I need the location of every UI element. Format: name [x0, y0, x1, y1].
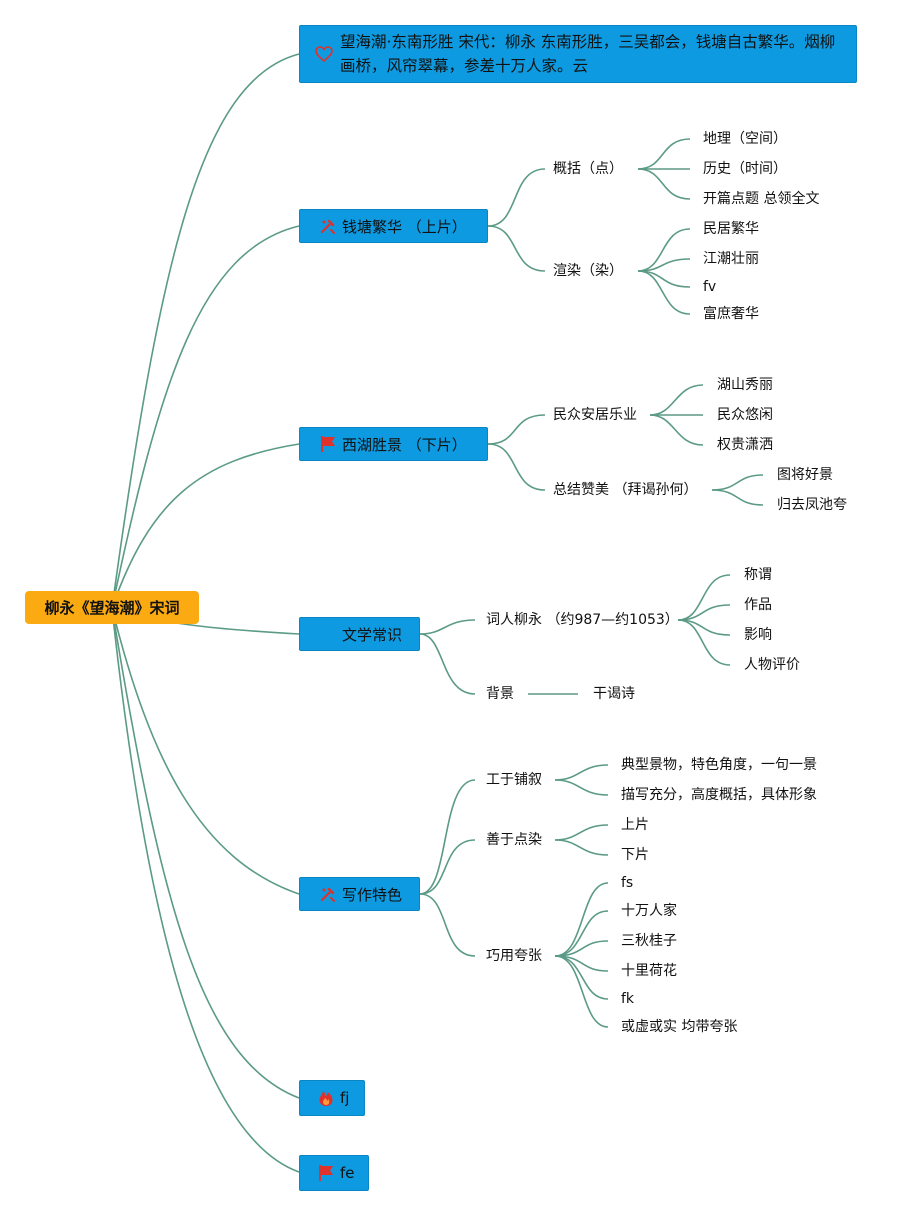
leaf-miaoxie[interactable]: 描写充分，高度概括，具体形象: [621, 787, 817, 803]
branch-fj[interactable]: fj: [299, 1080, 365, 1116]
subtopic-zongjie[interactable]: 总结赞美 （拜谒孙何）: [553, 482, 698, 498]
link-root-b3: [111, 443, 300, 609]
leaf-shangpian[interactable]: 上片: [621, 817, 649, 833]
fire-icon: [319, 1091, 333, 1106]
leaf-fs[interactable]: fs: [621, 875, 634, 891]
branch-label: fj: [340, 1089, 350, 1107]
subtopic-dianran[interactable]: 善于点染: [486, 832, 542, 848]
subtopic-minzhong[interactable]: 民众安居乐业: [553, 407, 637, 423]
root-label: 柳永《望海潮》宋词: [44, 599, 180, 617]
subtopic-beijing[interactable]: 背景: [486, 686, 514, 702]
leaf-hushan[interactable]: 湖山秀丽: [717, 377, 773, 393]
leaf-guiqu[interactable]: 归去凤池夸: [777, 497, 847, 513]
leaf-youxian[interactable]: 民众悠闲: [717, 407, 773, 423]
leaf-quangui[interactable]: 权贵潇洒: [717, 437, 773, 453]
link-root-b5: [111, 607, 300, 895]
link-root-b2: [111, 225, 300, 609]
leaf-shili[interactable]: 十里荷花: [621, 963, 677, 979]
leaf-zuopin[interactable]: 作品: [744, 597, 772, 613]
subtopic-pushu[interactable]: 工于铺叙: [486, 772, 542, 788]
branch-xihu[interactable]: 西湖胜景 （下片）: [299, 427, 488, 461]
leaf-xiapian[interactable]: 下片: [621, 847, 649, 863]
leaf-ganye[interactable]: 干谒诗: [593, 686, 635, 702]
branch-label: 写作特色: [342, 885, 403, 904]
leaf-dili[interactable]: 地理（空间）: [703, 131, 787, 147]
link-root-b1: [111, 53, 300, 609]
branch-label: 钱塘繁华 （上片）: [342, 217, 467, 236]
leaf-fk[interactable]: fk: [621, 991, 635, 1007]
subtopic-xuanran[interactable]: 渲染（染）: [553, 263, 623, 279]
root-topic[interactable]: 柳永《望海潮》宋词: [25, 591, 199, 624]
connector-lines: [111, 53, 764, 1173]
branch-label: 文学常识: [342, 625, 403, 644]
branch-writing-features[interactable]: 写作特色: [299, 877, 420, 911]
branch-label: 西湖胜景 （下片）: [342, 435, 467, 454]
link-root-b7: [111, 607, 300, 1173]
leaf-jiangchao[interactable]: 江潮壮丽: [703, 251, 759, 267]
branch-label: 望海潮·东南形胜 宋代：柳永 东南形胜，三吴都会，钱塘自古繁华。烟柳画桥，风帘翠…: [340, 33, 836, 75]
flag-icon: [319, 1165, 333, 1181]
leaf-kaipian[interactable]: 开篇点题 总领全文: [703, 191, 820, 207]
branch-qiantang[interactable]: 钱塘繁华 （上片）: [299, 209, 488, 243]
leaf-yingxiang[interactable]: 影响: [744, 627, 772, 643]
leaf-sanqiu[interactable]: 三秋桂子: [621, 933, 677, 949]
branch-fe[interactable]: fe: [299, 1155, 369, 1191]
branch-literature[interactable]: 文学常识: [299, 617, 420, 651]
leaf-huxu[interactable]: 或虚或实 均带夸张: [621, 1019, 738, 1035]
tools-icon: [320, 219, 335, 234]
subtopic-kuazhang[interactable]: 巧用夸张: [486, 948, 542, 964]
leaf-tujiang[interactable]: 图将好景: [777, 467, 833, 483]
flag-icon: [321, 436, 335, 452]
leaf-shiwan[interactable]: 十万人家: [621, 903, 677, 919]
leaf-lishi[interactable]: 历史（时间）: [703, 161, 787, 177]
leaf-minju[interactable]: 民居繁华: [703, 221, 759, 237]
leaf-renwu[interactable]: 人物评价: [744, 657, 800, 673]
tools-icon: [320, 887, 335, 902]
leaf-fushu[interactable]: 富庶奢华: [703, 306, 759, 322]
heart-icon: [315, 46, 333, 63]
leaf-chengwei[interactable]: 称谓: [744, 567, 772, 583]
branch-poem-text[interactable]: 望海潮·东南形胜 宋代：柳永 东南形胜，三吴都会，钱塘自古繁华。烟柳画桥，风帘翠…: [299, 25, 857, 83]
subtopic-gaikuo[interactable]: 概括（点）: [553, 161, 623, 177]
leaf-fv[interactable]: fv: [703, 279, 717, 295]
branch-label: fe: [340, 1164, 355, 1182]
leaf-dianxing[interactable]: 典型景物，特色角度，一句一景: [621, 757, 817, 773]
subtopic-liuyong[interactable]: 词人柳永 （约987—约1053）: [486, 612, 679, 628]
link-root-b6: [111, 607, 300, 1099]
